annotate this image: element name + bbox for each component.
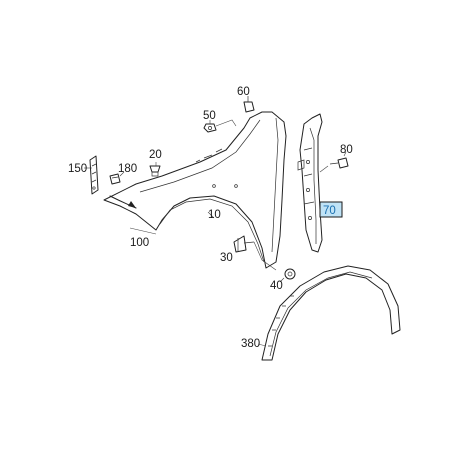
nut-40[interactable] bbox=[284, 268, 296, 280]
support-bracket-70[interactable] bbox=[297, 113, 323, 253]
clip-180[interactable] bbox=[109, 173, 121, 185]
callout-10: 10 bbox=[208, 209, 221, 221]
callout-180: 180 bbox=[118, 163, 137, 175]
assembly-arrowhead bbox=[128, 201, 136, 208]
callout-70-highlight bbox=[319, 201, 343, 218]
callout-20: 20 bbox=[149, 149, 162, 161]
callout-70: 70 bbox=[323, 205, 336, 217]
clip-60[interactable] bbox=[243, 96, 255, 113]
screw-80[interactable] bbox=[329, 157, 349, 169]
clip-20[interactable] bbox=[149, 165, 161, 177]
wheel-arch-trim[interactable] bbox=[261, 265, 401, 361]
callout-150: 150 bbox=[68, 163, 87, 175]
callout-100: 100 bbox=[130, 237, 149, 249]
callout-60: 60 bbox=[237, 86, 250, 98]
screw-30[interactable] bbox=[233, 235, 255, 253]
callout-50: 50 bbox=[203, 110, 216, 122]
fender-panel[interactable] bbox=[103, 111, 287, 269]
callout-30: 30 bbox=[220, 252, 233, 264]
callout-380: 380 bbox=[241, 338, 260, 350]
callout-40: 40 bbox=[270, 280, 283, 292]
front-bracket[interactable] bbox=[89, 155, 99, 195]
nut-50[interactable] bbox=[203, 123, 217, 133]
callout-80: 80 bbox=[340, 144, 353, 156]
